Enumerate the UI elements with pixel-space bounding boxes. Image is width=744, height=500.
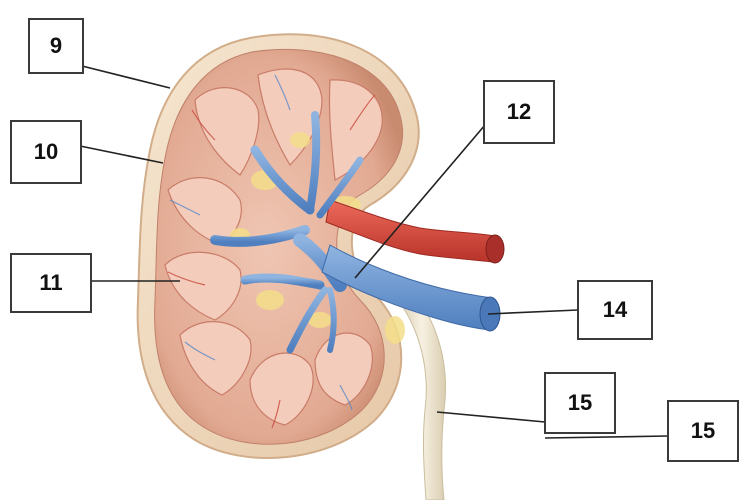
label-box-10: 10 [10, 120, 82, 184]
leader-line-14 [488, 310, 578, 314]
renal-artery-end [486, 235, 504, 263]
leader-line-15a [437, 412, 545, 422]
label-box-14: 14 [577, 280, 653, 340]
label-box-15a: 15 [544, 372, 616, 434]
ureter [398, 292, 446, 500]
label-box-15b: 15 [667, 400, 739, 462]
label-box-11: 11 [10, 253, 92, 313]
leader-line-15b [545, 436, 668, 438]
label-box-9: 9 [28, 18, 84, 74]
leader-line-9 [82, 66, 170, 88]
label-box-12: 12 [483, 80, 555, 144]
